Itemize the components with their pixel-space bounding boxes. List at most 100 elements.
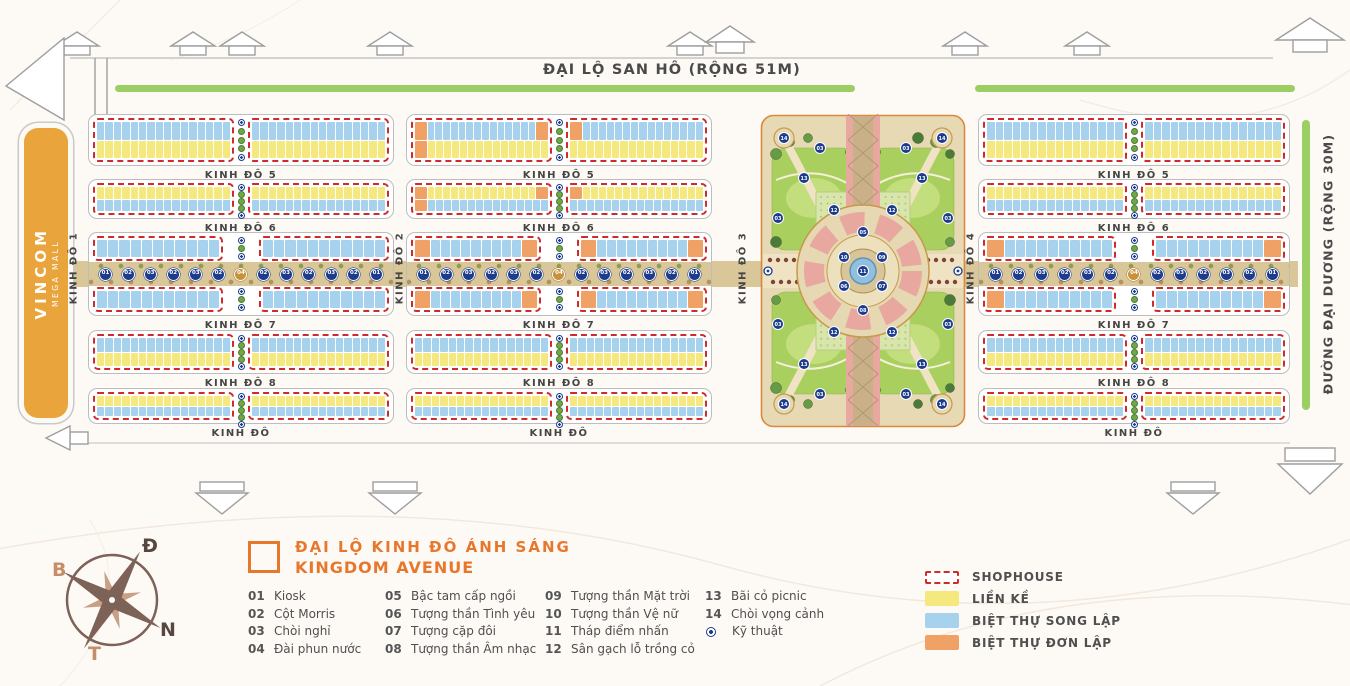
lot [481, 291, 491, 308]
alley [234, 334, 248, 370]
shophouse-group [93, 118, 234, 162]
tree-icon [237, 414, 245, 421]
lot [456, 406, 465, 416]
lot [341, 240, 352, 257]
svg-text:03: 03 [945, 216, 952, 222]
lot [377, 199, 385, 211]
lot [670, 338, 678, 352]
alley [1127, 334, 1141, 370]
lot [155, 396, 163, 406]
lot [653, 338, 662, 352]
lot [441, 240, 451, 257]
lot-strip [570, 122, 703, 140]
lot [695, 122, 703, 140]
lot-strip [1145, 122, 1281, 140]
lot [214, 187, 222, 199]
svg-text:03: 03 [775, 322, 782, 328]
lot [335, 396, 344, 406]
lot [208, 291, 220, 308]
park-badge [900, 388, 912, 400]
lot [1089, 187, 1098, 199]
avenue-badge: 02 [1012, 267, 1026, 281]
lot [678, 199, 687, 211]
compass-north: B [52, 559, 66, 581]
lot [507, 338, 515, 352]
lot [113, 199, 122, 211]
lot [498, 396, 507, 406]
lot [500, 140, 508, 158]
lot [415, 406, 423, 416]
lot [1004, 140, 1012, 158]
svg-text:03: 03 [817, 392, 824, 398]
lot [570, 187, 583, 199]
lot [415, 338, 423, 352]
lot [491, 240, 501, 257]
lot [987, 140, 995, 158]
lot [147, 396, 155, 406]
lot [655, 122, 663, 140]
land-block [978, 179, 1290, 219]
lot [1222, 140, 1230, 158]
lot [155, 338, 163, 352]
shophouse-group [93, 236, 223, 261]
lot [1177, 240, 1188, 257]
lot-strip [987, 352, 1123, 366]
land-block [406, 114, 712, 166]
tech-icon [1130, 253, 1138, 260]
lot [1179, 122, 1187, 140]
lot [293, 338, 302, 352]
lot [623, 122, 631, 140]
lot-type-row: BIỆT THỰ SONG LẬP [925, 613, 1121, 628]
lot [352, 199, 360, 211]
lot [302, 199, 310, 211]
lot [1162, 406, 1170, 416]
lot [474, 187, 481, 199]
shophouse-group [93, 183, 234, 215]
tree-icon [555, 205, 563, 212]
lot [1239, 187, 1247, 199]
lot [583, 122, 591, 140]
lot [603, 199, 611, 211]
lot [482, 396, 490, 406]
lot-strip [570, 396, 703, 406]
lot [458, 187, 466, 199]
lot [1264, 187, 1273, 199]
lot [491, 291, 501, 308]
lot [1204, 140, 1213, 158]
avenue-badge: 02 [1242, 267, 1256, 281]
lot [205, 199, 214, 211]
avenue-badge: 03 [144, 267, 158, 281]
tree-icon [555, 342, 563, 349]
lot [687, 140, 695, 158]
lot [1080, 291, 1091, 308]
lot [415, 122, 427, 140]
lot [122, 406, 130, 416]
alley [553, 287, 565, 312]
lot [1170, 140, 1179, 158]
lot [327, 140, 335, 158]
lot [1115, 199, 1123, 211]
lot [1046, 352, 1055, 366]
tech-icon [1130, 184, 1138, 191]
lot [1204, 338, 1213, 352]
lot [490, 338, 498, 352]
tech-icon [1130, 288, 1138, 295]
lot [611, 352, 620, 366]
lot [474, 122, 481, 140]
avenue-item-label: Chòi vọng cảnh [731, 606, 825, 621]
lot [260, 140, 268, 158]
lot [180, 352, 189, 366]
lot [657, 291, 667, 308]
lot [122, 396, 130, 406]
lot [377, 338, 385, 352]
lot [1021, 140, 1029, 158]
lot [1115, 406, 1123, 416]
lot [570, 352, 578, 366]
lot [141, 291, 152, 308]
lot [586, 338, 595, 352]
